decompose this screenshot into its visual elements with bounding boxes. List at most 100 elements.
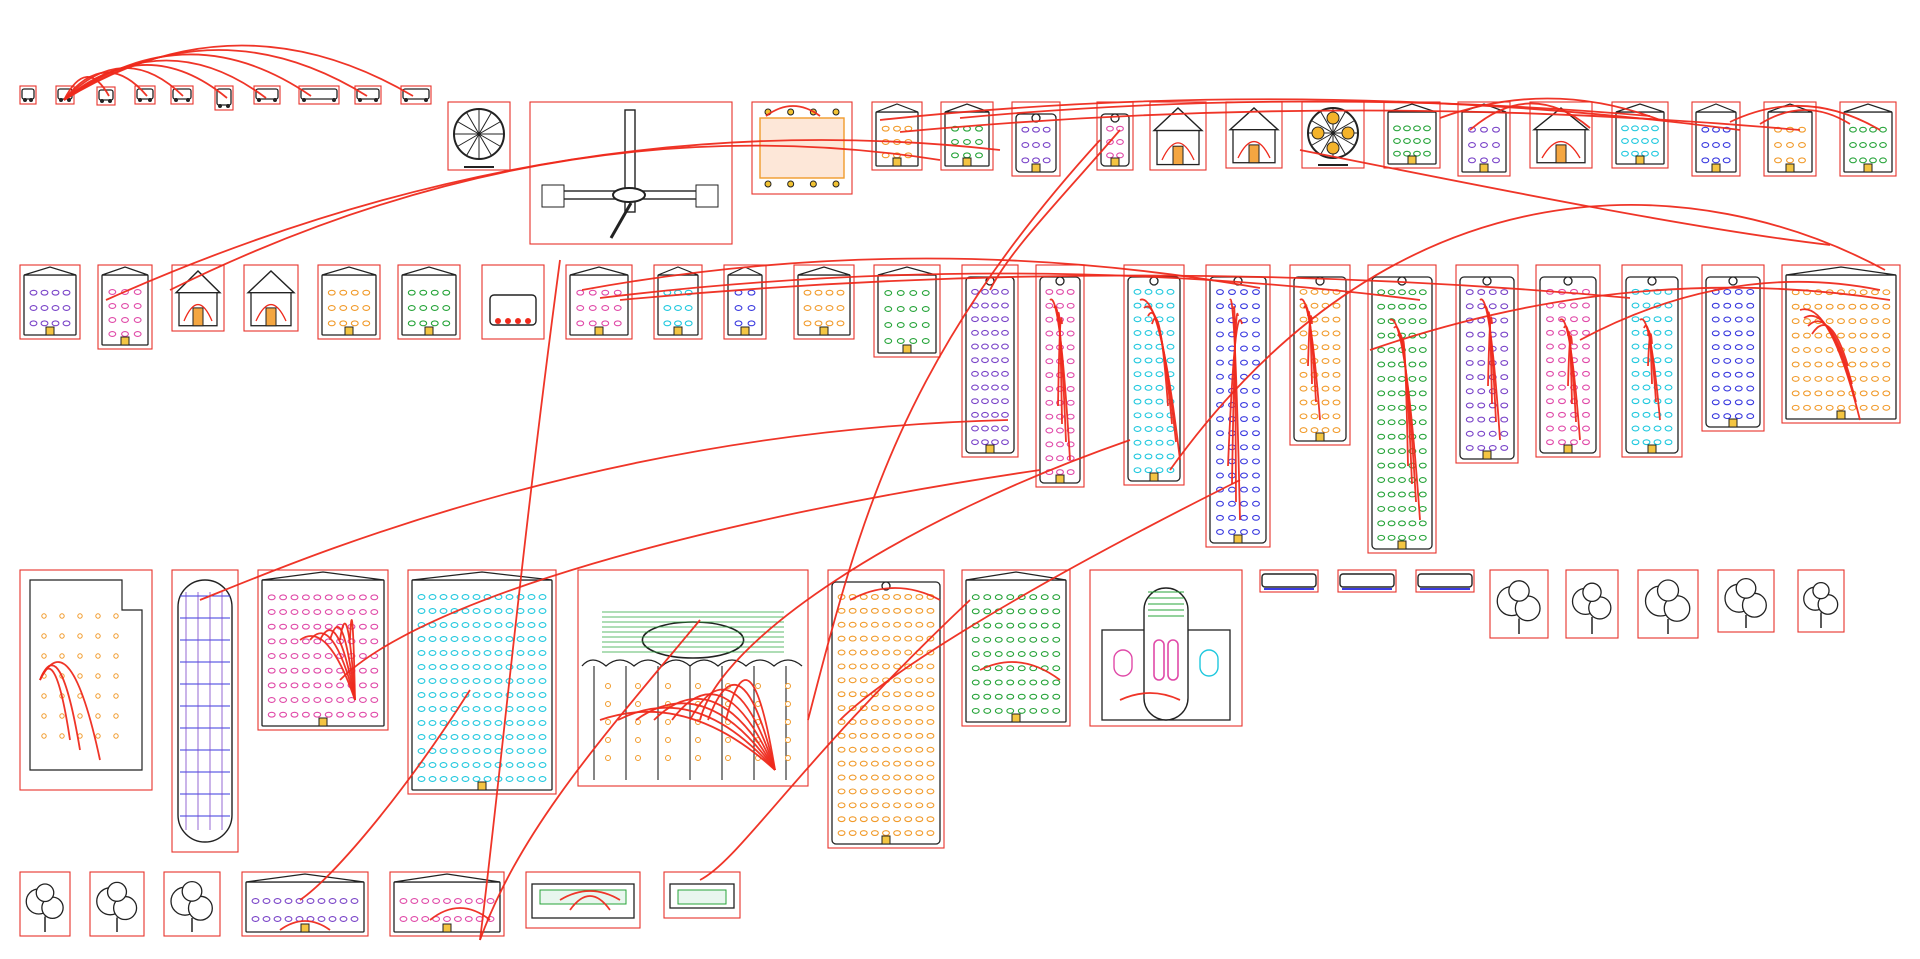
window-light [1664, 384, 1673, 391]
window-light [915, 677, 924, 684]
window-light [516, 664, 525, 670]
window-light [1791, 375, 1800, 382]
component-frame [751, 101, 853, 195]
component-frame [525, 871, 641, 929]
wiring [1541, 140, 1581, 159]
window-light [1722, 157, 1731, 164]
window-light [1465, 374, 1474, 381]
window-light [1398, 505, 1406, 512]
roof [727, 266, 763, 276]
window-light [1216, 514, 1224, 521]
component-frame [243, 264, 299, 332]
window-light [1558, 343, 1566, 350]
door [1836, 410, 1846, 420]
component-frame [170, 85, 194, 105]
window-light [421, 898, 430, 904]
window-light [1500, 374, 1509, 381]
window-light [825, 320, 834, 327]
connection-wire [765, 105, 821, 117]
window-light [1387, 404, 1396, 411]
window-light [1001, 357, 1009, 364]
window-light [439, 636, 448, 642]
window-light [284, 898, 293, 904]
window-light [1017, 707, 1026, 714]
fixture [725, 737, 731, 743]
connection-wire [1119, 692, 1181, 701]
window-light [859, 691, 868, 698]
window-light [1040, 608, 1049, 615]
window-light [347, 638, 356, 645]
window-light [1582, 302, 1590, 309]
window-light [1418, 534, 1427, 541]
cell-illustration [29, 579, 143, 771]
facade [261, 579, 385, 727]
window-light [347, 609, 356, 615]
mast [624, 109, 636, 213]
vehicle-body [21, 88, 35, 100]
window-light [1418, 361, 1427, 368]
window-light [1582, 425, 1590, 432]
window-light [837, 788, 846, 795]
window-light [439, 664, 448, 670]
window-light [1825, 361, 1834, 368]
window-light [1029, 693, 1038, 700]
window-light [825, 305, 834, 311]
window-light [1664, 357, 1673, 364]
window-light [1814, 303, 1823, 310]
fixture [41, 693, 47, 699]
window-light [450, 720, 459, 726]
fixture [41, 633, 47, 639]
window-light [1398, 318, 1406, 325]
window-light [848, 732, 857, 739]
window-light [1144, 384, 1153, 391]
window-light [1166, 467, 1175, 474]
window-light [1106, 139, 1114, 145]
cell-illustration [300, 88, 338, 102]
window-light [1848, 318, 1857, 325]
connection-wire [39, 661, 101, 761]
window-light [1006, 608, 1015, 615]
window-light [893, 705, 902, 712]
window-light [1066, 427, 1075, 434]
window-light [439, 608, 448, 614]
window-light [1418, 462, 1427, 469]
window-light [1032, 126, 1040, 133]
window-light [1144, 343, 1153, 350]
window-light [358, 594, 367, 601]
window-light [538, 608, 547, 614]
window-light [1546, 411, 1554, 418]
door [892, 157, 902, 167]
component-frame [298, 85, 340, 105]
window-light [40, 320, 49, 327]
window-light [971, 329, 979, 336]
window-light [1377, 390, 1386, 397]
window-light [1859, 126, 1867, 133]
window-light [926, 746, 935, 753]
window-light [859, 830, 868, 837]
window-light [1029, 651, 1038, 657]
window-light [494, 622, 503, 628]
cell-illustration [101, 266, 149, 346]
roof [393, 873, 501, 883]
fixture [665, 737, 671, 743]
window-light [1240, 289, 1248, 296]
window-light [494, 678, 503, 684]
window-light [1711, 316, 1720, 323]
window-light [1252, 444, 1260, 451]
window-light [301, 609, 310, 615]
window-light [428, 720, 437, 726]
window-light [1377, 477, 1386, 483]
window-light [1001, 302, 1009, 309]
window-light [926, 760, 935, 767]
window-light [848, 649, 857, 656]
window-light [472, 622, 481, 628]
connection-wire [689, 688, 776, 771]
window-light [1017, 594, 1026, 601]
component-frame [1781, 264, 1901, 424]
foliage [1656, 579, 1680, 602]
window-light [1155, 357, 1164, 364]
fixture [605, 701, 611, 707]
window-light [350, 320, 359, 327]
window-light [516, 622, 525, 628]
window-light [370, 682, 379, 689]
